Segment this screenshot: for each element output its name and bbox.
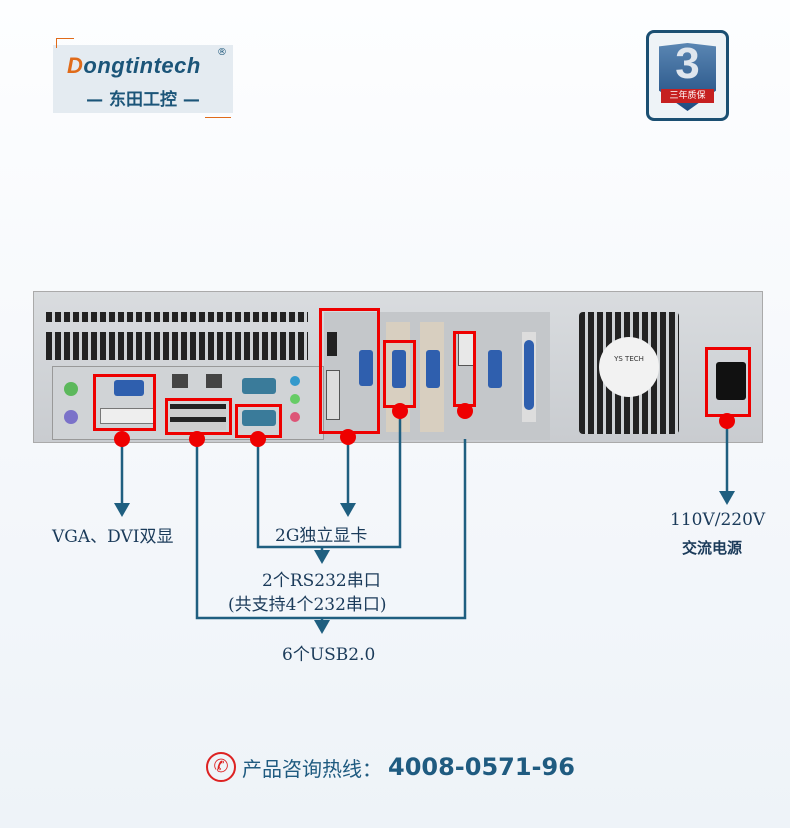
label-gpu: 2G独立显卡: [275, 526, 368, 546]
label-usb: 6个USB2.0: [282, 645, 376, 665]
registered-mark: ®: [217, 47, 227, 58]
hotline-number: 4008-0571-96: [388, 753, 575, 781]
logo-brand: Dongtintech: [67, 53, 201, 78]
badge-text: 三年质保: [661, 89, 714, 103]
phone-icon: ✆: [206, 752, 236, 782]
label-power: 交流电源: [682, 539, 743, 557]
label-power-voltage: 110V/220V: [670, 510, 766, 530]
label-vga-dvi: VGA、DVI双显: [52, 527, 174, 547]
logo-chinese: — 东田工控 —: [86, 90, 200, 110]
badge-number: 3: [675, 39, 700, 88]
label-serial-note: (共支持4个232串口): [228, 595, 387, 615]
warranty-badge: 3 三年质保: [646, 30, 729, 121]
label-serial: 2个RS232串口: [262, 571, 381, 591]
brand-logo: Dongtintech ® — 东田工控 —: [53, 45, 233, 113]
hotline-label: 产品咨询热线：: [242, 756, 382, 781]
hotline: ✆ 产品咨询热线： 4008-0571-96: [206, 752, 575, 782]
